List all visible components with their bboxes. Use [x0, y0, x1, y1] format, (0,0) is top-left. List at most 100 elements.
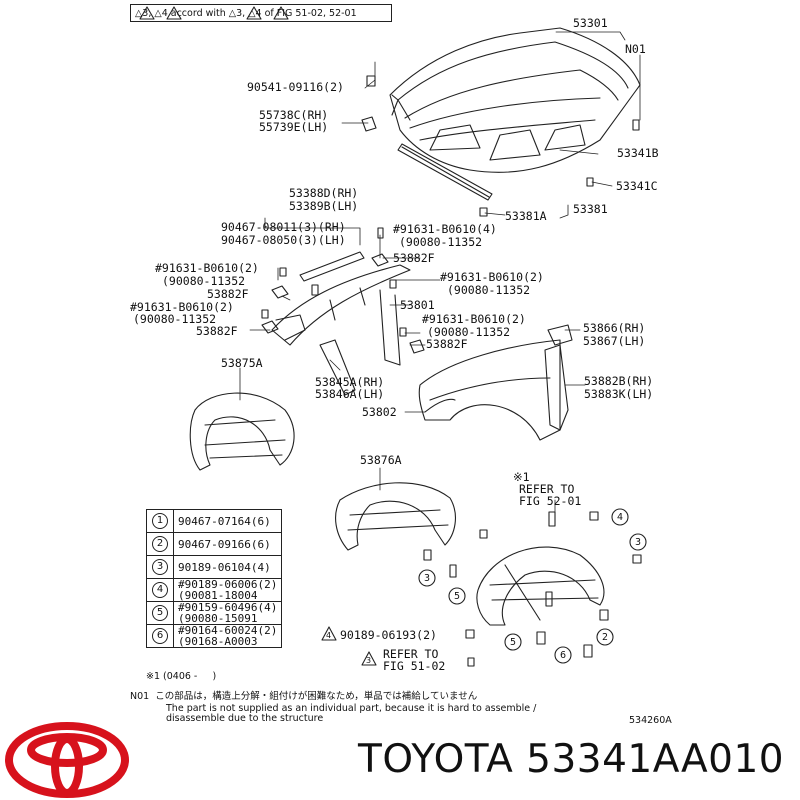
part-53882f-c-label: 53882F [196, 324, 238, 338]
callout-3-label: 3 [635, 537, 642, 548]
fender-moulding-shape [299, 251, 365, 282]
fastener-number-circle: 1 [152, 513, 168, 529]
part-53389b-label: 53389B(LH) [289, 199, 359, 213]
part-53341c-label: 53341C [616, 179, 658, 193]
part-53883k-label: 53883K(LH) [584, 387, 654, 401]
callout-3b-label: 3 [424, 573, 431, 584]
part-90189-06193-label: 90189-06193(2) [340, 628, 437, 642]
part-91631-c-label: #91631-B0610(2) [440, 270, 544, 284]
triangle-3-icon [361, 651, 377, 666]
fig-accord-note-text: △3, △4 accord with △3, △4 of FIG 51-02, … [135, 8, 357, 19]
part-91631-b-label: #91631-B0610(2) [155, 261, 259, 275]
fastener-part-number: #90164-60024(2) [178, 624, 278, 637]
part-90080-e-label: (90080-11352 [427, 325, 511, 339]
fastener-part-cell: 90467-09166(6) [172, 532, 283, 556]
fastener-row: 4#90189-06006(2)(90081-18004 [146, 578, 283, 602]
part-90467-08011-label: 90467-08011(3)(RH) [221, 220, 346, 234]
fastener-number-circle: 6 [152, 628, 168, 644]
part-53866-label: 53866(RH) [583, 321, 646, 335]
part-90541-label: 90541-09116(2) [247, 80, 344, 94]
toyota-logo-icon [5, 722, 129, 798]
fender-liner-rear-shape [335, 482, 456, 551]
part-53301-label: 53301 [573, 16, 608, 30]
fastener-alt-part-number: (90168-A0003 [178, 635, 258, 648]
fastener-row: 5#90159-60496(4)(90080-15091 [146, 601, 283, 625]
footnote-n01-japanese: N01 この部品は，構造上分解・組付けが困難なため，単品では補給していません [130, 691, 478, 702]
part-53867-label: 53867(LH) [583, 334, 646, 348]
fender-brace-shape [319, 339, 356, 396]
fastener-number-cell: 2 [146, 532, 174, 556]
part-90467-08050-label: 90467-08050(3)(LH) [221, 233, 346, 247]
part-53801-label: 53801 [400, 298, 435, 312]
refer-note-1-line1: REFER TO [519, 482, 575, 496]
callout-circles [418, 508, 647, 664]
fastener-part-number: #90189-06006(2) [178, 578, 278, 591]
header-triangle-icons [139, 6, 289, 20]
fastener-part-cell: #90189-06006(2)(90081-18004 [172, 578, 283, 602]
footnote-star1: ※1 (0406 - ) [146, 671, 217, 682]
fastener-number-circle: 3 [152, 559, 168, 575]
part-53846a-label: 53846A(LH) [315, 387, 385, 401]
fastener-number-cell: 3 [146, 555, 174, 579]
fastener-part-number: #90159-60496(4) [178, 601, 278, 614]
front-fender-shape [379, 289, 561, 441]
triangle-4-label: 4 [326, 631, 332, 640]
part-53882f-a-label: 53882F [393, 251, 435, 265]
triangle-4-icon [321, 626, 337, 641]
hood-panel-shape [389, 27, 641, 173]
fastener-part-number: 90467-07164(6) [178, 514, 271, 528]
part-53876a-label: 53876A [360, 453, 402, 467]
part-53802-label: 53802 [362, 405, 397, 419]
part-53381-label: 53381 [573, 202, 608, 216]
refer-note-2-line2: FIG 51-02 [383, 659, 446, 673]
part-90080-d-label: (90080-11352 [133, 312, 217, 326]
refer-note-1-line2: FIG 52-01 [519, 494, 582, 508]
fastener-alt-part-number: (90081-18004 [178, 589, 258, 602]
part-91631-a-label: #91631-B0610(4) [393, 222, 497, 236]
part-90080-b-label: (90080-11352 [162, 274, 246, 288]
part-53882b-label: 53882B(RH) [584, 374, 654, 388]
callout-6-label: 6 [560, 650, 567, 661]
triangle-3-label: 3 [366, 656, 372, 665]
fastener-number-circle: 2 [152, 536, 168, 552]
callout-2-label: 2 [602, 632, 609, 643]
part-53875a-label: 53875A [221, 356, 263, 370]
part-53882f-b-label: 53882F [207, 287, 249, 301]
fastener-number-cell: 4 [146, 578, 174, 602]
part-53845a-label: 53845A(RH) [315, 375, 385, 389]
part-55739e-label: 55739E(LH) [259, 120, 329, 134]
part-90080-c-label: (90080-11352 [447, 283, 531, 297]
fig-accord-note: △3, △4 accord with △3, △4 of FIG 51-02, … [130, 4, 392, 22]
callout-5b-label: 5 [510, 637, 517, 648]
fastener-number-cell: 6 [146, 624, 174, 648]
fastener-part-number: 90467-09166(6) [178, 537, 271, 551]
part-91631-e-label: #91631-B0610(2) [422, 312, 526, 326]
part-55738c-label: 55738C(RH) [259, 108, 329, 122]
part-91631-d-label: #91631-B0610(2) [130, 300, 234, 314]
fastener-row: 2 90467-09166(6) [146, 532, 283, 556]
fastener-alt-part-number: (90080-15091 [178, 612, 258, 625]
fastener-row: 3 90189-06104(4) [146, 555, 283, 579]
callout-5-label: 5 [454, 591, 461, 602]
fender-apron-shape [271, 264, 411, 346]
fastener-part-cell: #90164-60024(2)(90168-A0003 [172, 624, 283, 648]
refer-note-1-mark: ※1 [513, 470, 530, 484]
fastener-table: 1 90467-07164(6) 2 90467-09166(6) 3 90189-061… [146, 509, 283, 648]
fastener-part-number: 90189-06104(4) [178, 560, 271, 574]
fastener-part-cell: #90159-60496(4)(90080-15091 [172, 601, 283, 625]
fender-liner-front-shape [189, 392, 295, 471]
fastener-row: 1 90467-07164(6) [146, 509, 283, 533]
fastener-table-body: 1 90467-07164(6) 2 90467-09166(6) 3 90189-061… [146, 509, 283, 648]
refer-note-2-line1: REFER TO [383, 647, 439, 661]
hood-seal-strip-shape [397, 143, 493, 201]
fastener-number-cell: 5 [146, 601, 174, 625]
illustration-code: 534260A [629, 715, 672, 726]
part-53341b-label: 53341B [617, 146, 659, 160]
part-53388d-label: 53388D(RH) [289, 186, 359, 200]
fastener-number-circle: 5 [152, 605, 168, 621]
footnote-n01-english-line2: disassemble due to the structure [166, 713, 324, 724]
fender-liner-lower-shape [476, 546, 605, 626]
fastener-number-circle: 4 [152, 582, 168, 598]
